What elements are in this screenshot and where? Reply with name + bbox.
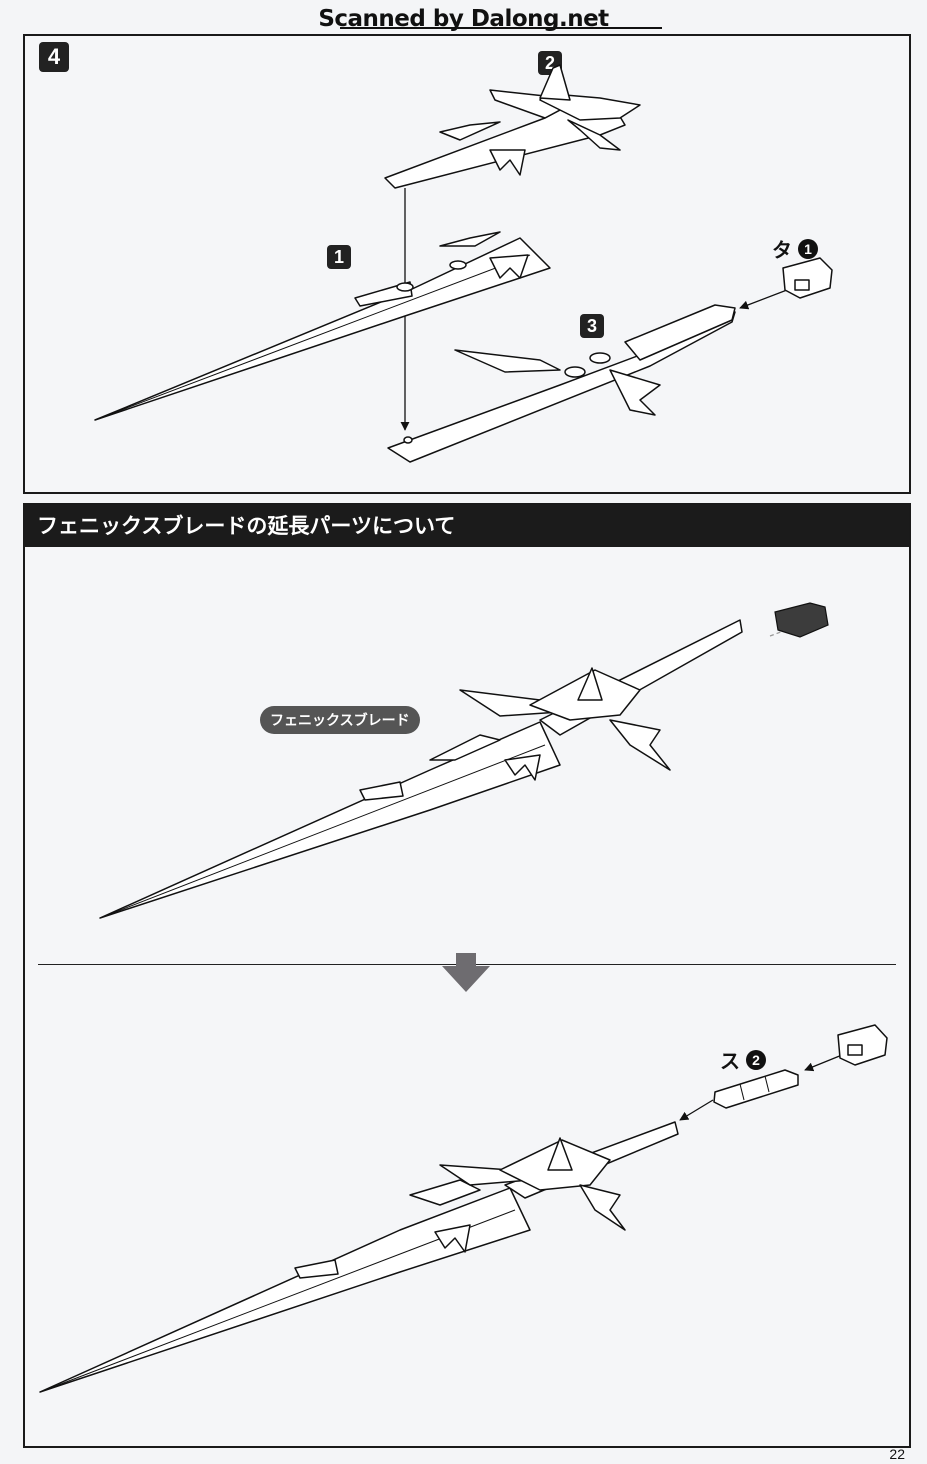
connector-part-dark <box>774 602 829 638</box>
page-number: 22 <box>889 1446 905 1462</box>
part-number-circle: 1 <box>798 238 818 259</box>
connector-part-label: タ 1 <box>772 234 818 263</box>
connector-insert-arrow <box>804 1054 843 1072</box>
phoenix-blade-callout: フェニックスブレード <box>260 706 420 734</box>
connector-part-end <box>837 1024 888 1066</box>
extension-part-label: ス 2 <box>720 1045 766 1074</box>
watermark-strike <box>340 27 662 29</box>
extended-blade <box>39 1121 679 1393</box>
connector-part <box>782 257 833 299</box>
runner-letter: タ <box>772 238 792 262</box>
part-number-circle: 2 <box>746 1049 766 1070</box>
extension-insert-arrow <box>679 1099 714 1121</box>
watermark: Scanned by Dalong.net <box>0 6 927 32</box>
part-3-blade-frame <box>387 304 736 463</box>
part-3-badge: 3 <box>580 314 604 338</box>
runner-letter: ス <box>720 1049 740 1073</box>
part-1-badge: 1 <box>327 245 351 269</box>
part-1-blade-tip <box>94 231 551 421</box>
section-header: フェニックスブレードの延長パーツについて <box>25 505 909 547</box>
assembled-blade <box>99 619 743 919</box>
step-number-badge: 4 <box>39 42 69 72</box>
down-arrow-icon <box>442 953 490 992</box>
part-2-blade-cover <box>384 64 641 189</box>
extension-part <box>713 1069 799 1109</box>
